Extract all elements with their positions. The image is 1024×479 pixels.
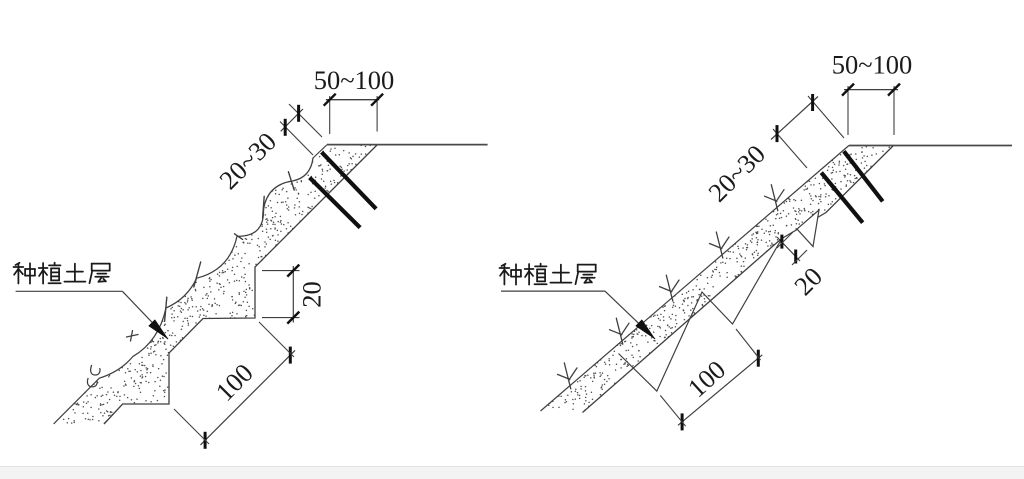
svg-text:20: 20 xyxy=(297,281,327,308)
svg-text:50~100: 50~100 xyxy=(832,50,913,80)
svg-text:50~100: 50~100 xyxy=(314,65,395,95)
